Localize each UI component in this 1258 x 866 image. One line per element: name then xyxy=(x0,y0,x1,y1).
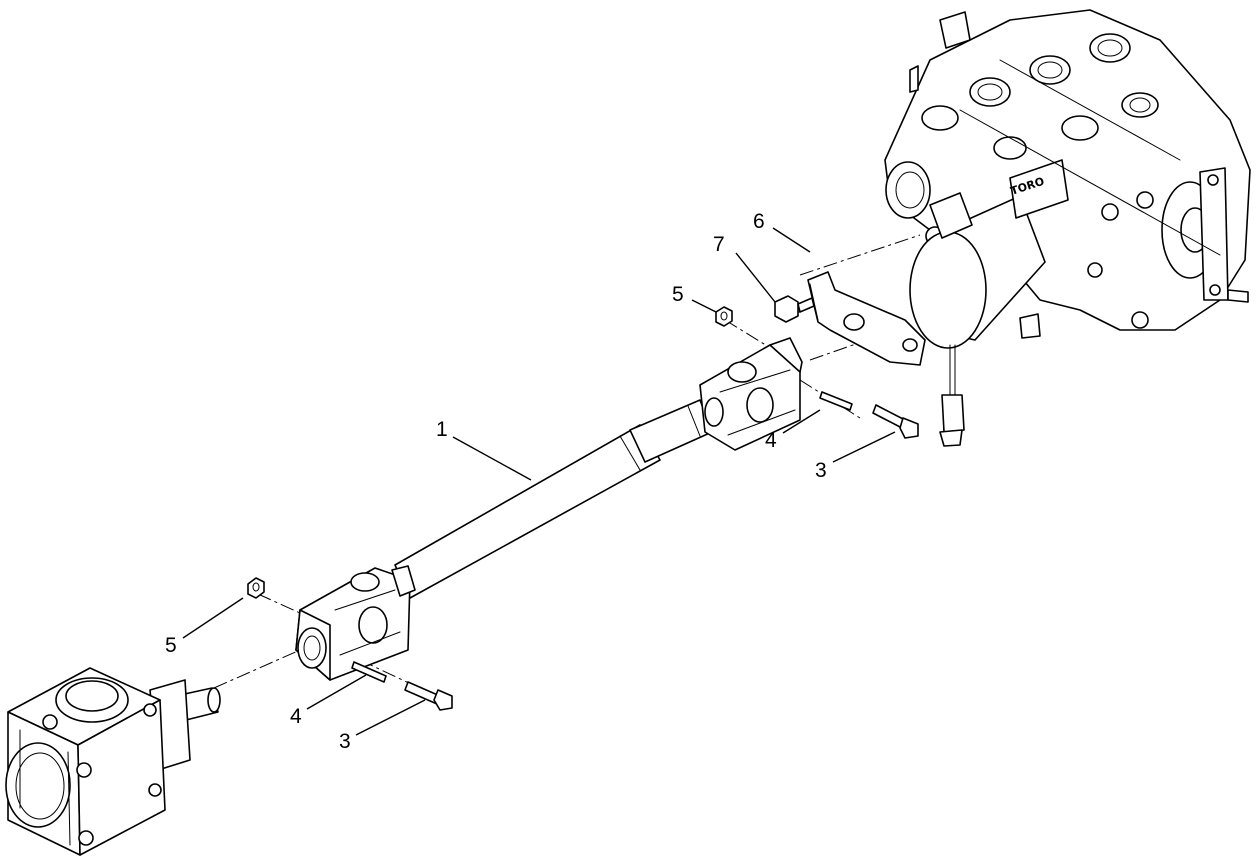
upper-u-joint xyxy=(699,337,803,451)
nut-lower xyxy=(247,577,265,599)
bolt-upper-head xyxy=(899,417,919,439)
callout-bracket: 6 xyxy=(753,210,765,233)
callout-screw: 7 xyxy=(713,233,725,256)
callout-nut-upper: 5 xyxy=(672,283,684,306)
callouts: 1 5 4 3 5 7 6 4 3 xyxy=(165,210,827,753)
bracket xyxy=(807,271,926,366)
callout-bolt-lower: 3 xyxy=(339,730,351,753)
callout-pin-lower: 4 xyxy=(290,705,302,728)
leader-lines xyxy=(182,227,896,736)
pin-upper xyxy=(819,391,853,411)
driveshaft-tube xyxy=(394,399,713,599)
callout-nut-lower: 5 xyxy=(165,634,177,657)
nut-upper xyxy=(715,306,733,327)
hydraulic-pump: TORO xyxy=(884,9,1251,447)
bolt-lower-head xyxy=(433,689,453,711)
callout-driveshaft: 1 xyxy=(436,418,448,441)
hardware xyxy=(247,295,919,711)
callout-pin-upper: 4 xyxy=(765,429,777,452)
lower-u-joint xyxy=(295,565,416,681)
gearbox xyxy=(5,667,221,856)
callout-bolt-upper: 3 xyxy=(815,459,827,482)
pin-lower xyxy=(351,661,387,683)
screw xyxy=(774,295,799,323)
